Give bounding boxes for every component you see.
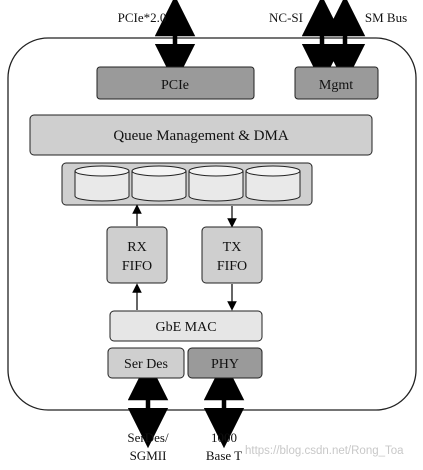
serdes-bus-label-line2: SGMII [130, 448, 167, 463]
rx-fifo-label-line2: FIFO [122, 259, 152, 274]
base-t-bus-label-line2: Base T [206, 448, 242, 463]
pcie-block [96, 66, 255, 100]
mgmt-block [294, 66, 379, 100]
pcie-bus-label: PCIe*2.0 [118, 10, 167, 25]
queue-dma-block [29, 114, 373, 156]
buffer-cylinder [188, 165, 244, 202]
tx-fifo-label-line2: FIFO [217, 259, 247, 274]
watermark-text: https://blog.csdn.net/Rong_Toa [245, 445, 404, 457]
smbus-label: SM Bus [365, 10, 407, 25]
serdes-bus-label-line1: SerDes/ [127, 430, 169, 445]
buffer-cylinder [131, 165, 187, 202]
gbe-mac-label: GbE MAC [155, 320, 216, 335]
ncsi-bus-label: NC-SI [269, 10, 303, 25]
base-t-bus-label-line1: 1000 [211, 430, 237, 445]
queue-dma-label: Queue Management & DMA [113, 128, 289, 144]
gbe-mac-block [109, 310, 263, 342]
tx-fifo-label-line1: TX [223, 240, 242, 255]
rx-fifo-block [106, 226, 168, 284]
pcie-block-label: PCIe [161, 78, 189, 93]
serdes-block [107, 347, 185, 379]
mgmt-block-label: Mgmt [319, 78, 353, 93]
buffer-cylinder [74, 165, 130, 202]
tx-fifo-block [201, 226, 263, 284]
rx-fifo-label-line1: RX [127, 240, 146, 255]
buffer-cylinder [245, 165, 301, 202]
phy-block-label: PHY [211, 357, 239, 372]
phy-block [187, 347, 263, 379]
serdes-block-label: Ser Des [124, 357, 168, 372]
